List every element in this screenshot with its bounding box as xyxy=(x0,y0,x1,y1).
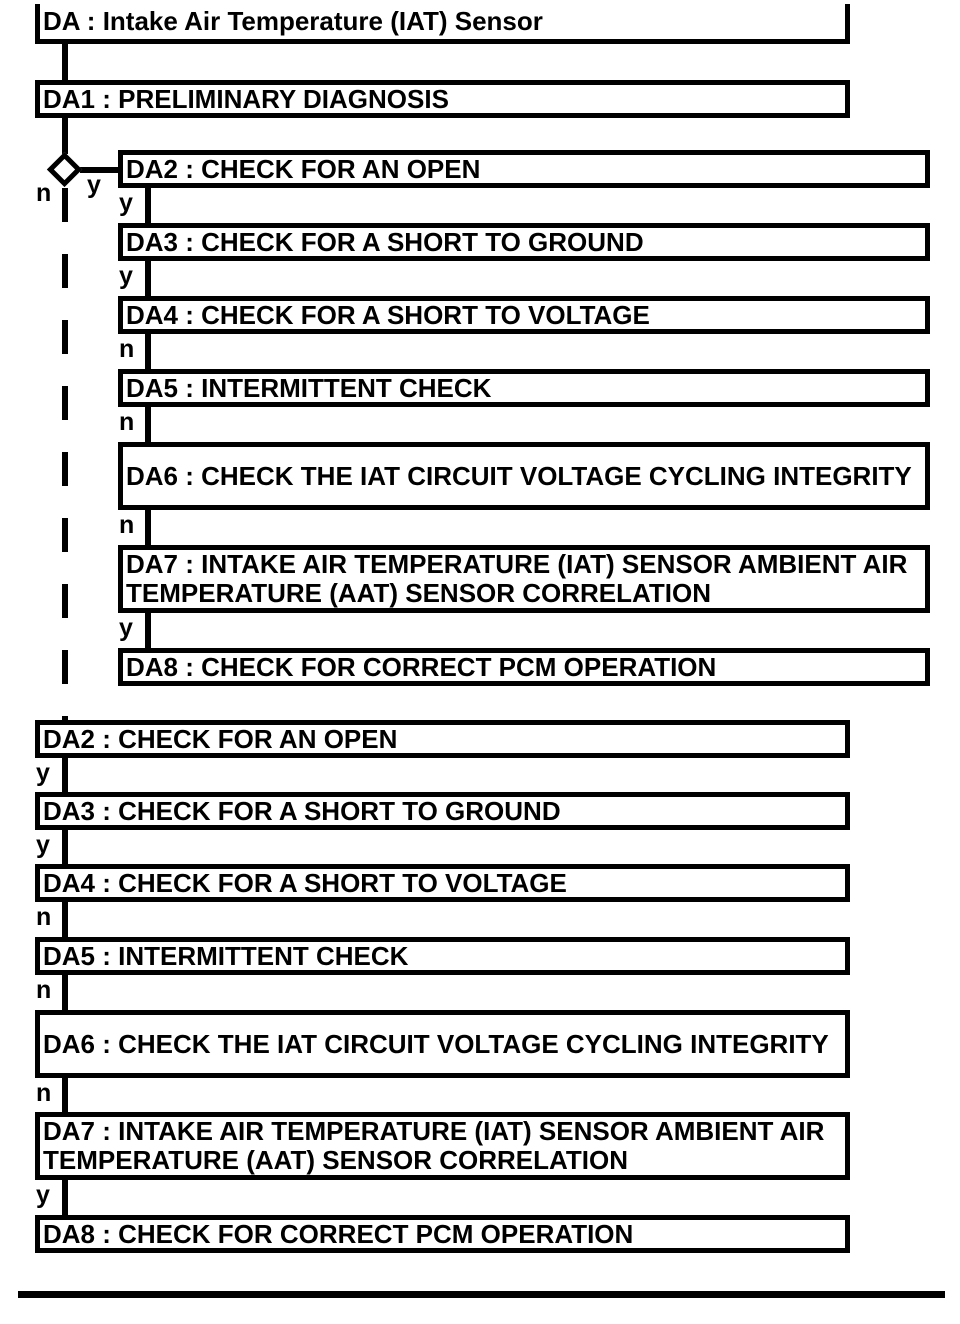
main-box-da5: DA5 : INTERMITTENT CHECK xyxy=(35,937,850,975)
branch-edge-da2: y xyxy=(119,189,133,217)
decision-no-label: n xyxy=(36,179,52,207)
connector-mb-da5-da6 xyxy=(62,973,68,1012)
connector-da-to-da1 xyxy=(62,44,68,82)
connector-mb-da2-da3 xyxy=(62,756,68,794)
main-edge-da6: n xyxy=(36,1079,52,1107)
connector-rb-da3-da4 xyxy=(145,259,151,299)
branch-edge-da6: n xyxy=(119,511,135,539)
main-box-da7-label: DA7 : INTAKE AIR TEMPERATURE (IAT) SENSO… xyxy=(43,1116,825,1175)
main-box-da8: DA8 : CHECK FOR CORRECT PCM OPERATION xyxy=(35,1215,850,1253)
main-box-da8-label: DA8 : CHECK FOR CORRECT PCM OPERATION xyxy=(43,1218,634,1249)
main-edge-da7: y xyxy=(36,1181,50,1209)
main-edge-da5: n xyxy=(36,976,52,1004)
branch-box-da7-label: DA7 : INTAKE AIR TEMPERATURE (IAT) SENSO… xyxy=(126,549,908,608)
connector-mb-da3-da4 xyxy=(62,828,68,866)
connector-decision-no-dashed xyxy=(62,188,68,720)
connector-mb-da4-da5 xyxy=(62,900,68,939)
branch-box-da4-label: DA4 : CHECK FOR A SHORT TO VOLTAGE xyxy=(126,299,650,330)
branch-box-da2: DA2 : CHECK FOR AN OPEN xyxy=(118,150,930,188)
main-edge-da2: y xyxy=(36,759,50,787)
connector-mb-da7-da8 xyxy=(62,1178,68,1217)
connector-rb-da6-da7 xyxy=(145,508,151,548)
branch-edge-da3: y xyxy=(119,262,133,290)
flow-box-da1-label: DA1 : PRELIMINARY DIAGNOSIS xyxy=(43,83,449,114)
branch-box-da6-label: DA6 : CHECK THE IAT CIRCUIT VOLTAGE CYCL… xyxy=(126,460,912,491)
main-box-da2-label: DA2 : CHECK FOR AN OPEN xyxy=(43,723,398,754)
branch-box-da3-label: DA3 : CHECK FOR A SHORT TO GROUND xyxy=(126,226,644,257)
branch-edge-da7: y xyxy=(119,614,133,642)
branch-box-da2-label: DA2 : CHECK FOR AN OPEN xyxy=(126,153,481,184)
branch-box-da7: DA7 : INTAKE AIR TEMPERATURE (IAT) SENSO… xyxy=(118,545,930,613)
main-box-da7: DA7 : INTAKE AIR TEMPERATURE (IAT) SENSO… xyxy=(35,1112,850,1180)
connector-mb-da6-da7 xyxy=(62,1076,68,1114)
branch-edge-da5: n xyxy=(119,408,135,436)
connector-rb-da5-da6 xyxy=(145,405,151,445)
branch-box-da8-label: DA8 : CHECK FOR CORRECT PCM OPERATION xyxy=(126,651,717,682)
branch-box-da8: DA8 : CHECK FOR CORRECT PCM OPERATION xyxy=(118,648,930,686)
connector-decision-yes xyxy=(80,167,120,173)
flow-box-da-label: DA : Intake Air Temperature (IAT) Sensor xyxy=(43,6,543,36)
branch-box-da3: DA3 : CHECK FOR A SHORT TO GROUND xyxy=(118,223,930,261)
main-edge-da3: y xyxy=(36,831,50,859)
decision-diamond xyxy=(46,151,83,188)
bottom-divider xyxy=(18,1291,945,1298)
main-box-da6: DA6 : CHECK THE IAT CIRCUIT VOLTAGE CYCL… xyxy=(35,1010,850,1078)
main-box-da4: DA4 : CHECK FOR A SHORT TO VOLTAGE xyxy=(35,864,850,902)
flow-box-da: DA : Intake Air Temperature (IAT) Sensor xyxy=(35,4,850,44)
main-edge-da4: n xyxy=(36,903,52,931)
branch-edge-da4: n xyxy=(119,335,135,363)
connector-rb-da2-da3 xyxy=(145,186,151,226)
decision-yes-label: y xyxy=(87,171,101,199)
branch-box-da6: DA6 : CHECK THE IAT CIRCUIT VOLTAGE CYCL… xyxy=(118,442,930,510)
main-box-da6-label: DA6 : CHECK THE IAT CIRCUIT VOLTAGE CYCL… xyxy=(43,1028,829,1059)
main-box-da5-label: DA5 : INTERMITTENT CHECK xyxy=(43,940,409,971)
main-box-da2: DA2 : CHECK FOR AN OPEN xyxy=(35,720,850,758)
connector-rb-da4-da5 xyxy=(145,332,151,372)
main-box-da3-label: DA3 : CHECK FOR A SHORT TO GROUND xyxy=(43,795,561,826)
main-box-da4-label: DA4 : CHECK FOR A SHORT TO VOLTAGE xyxy=(43,867,567,898)
connector-da1-to-decision xyxy=(62,118,68,154)
flow-box-da1: DA1 : PRELIMINARY DIAGNOSIS xyxy=(35,80,850,118)
branch-box-da4: DA4 : CHECK FOR A SHORT TO VOLTAGE xyxy=(118,296,930,334)
branch-box-da5: DA5 : INTERMITTENT CHECK xyxy=(118,369,930,407)
branch-box-da5-label: DA5 : INTERMITTENT CHECK xyxy=(126,372,492,403)
main-box-da3: DA3 : CHECK FOR A SHORT TO GROUND xyxy=(35,792,850,830)
connector-rb-da7-da8 xyxy=(145,611,151,651)
